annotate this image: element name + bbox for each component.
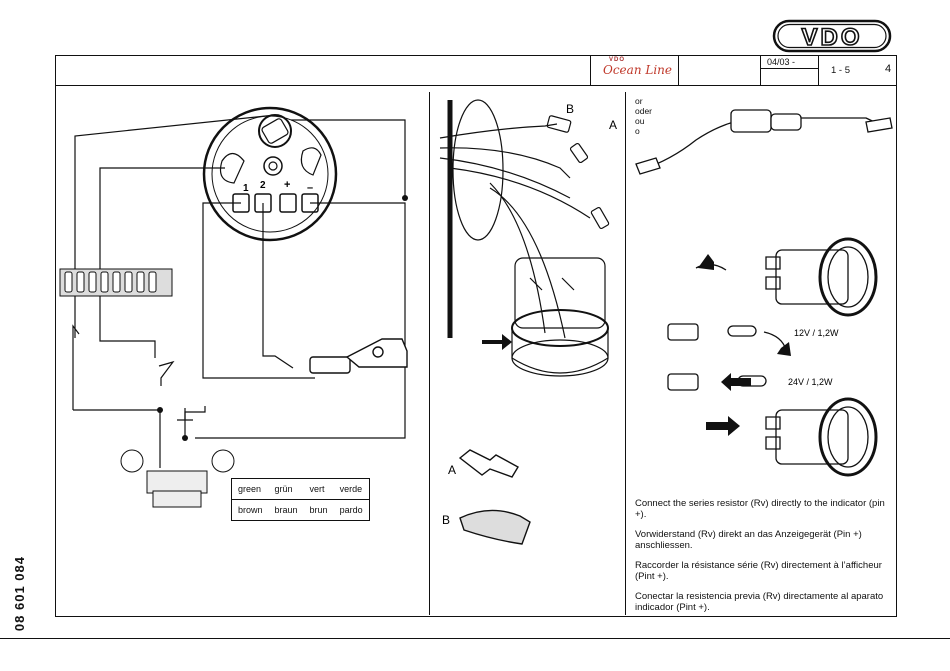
header-row: VDO Ocean Line 04/03 - 1 - 5 4 [55,55,897,86]
column-divider-1 [429,92,430,615]
date-divider [761,68,819,69]
table-cell: braun [274,505,298,515]
instruction-de: Vorwiderstand (Rv) direkt an das Anzeige… [635,529,862,551]
vdo-logo: VDO [772,19,892,53]
install-illustration: B A A B [439,99,617,545]
wiring-diagram: 1 2 + – [59,106,408,508]
pin-label-minus: – [307,182,313,194]
label-a: A [609,118,617,132]
instruction-fr: Raccorder la résistance série (Rv) direc… [635,560,882,582]
page-number: 4 [885,63,892,75]
ocean-line-logo: Ocean Line [603,63,672,77]
instruction-es: Conectar la resistencia previa (Rv) dire… [635,591,884,613]
footer-rule [0,638,950,639]
alt-de: oder [635,106,653,116]
resistor-24v: 24V / 1,2W [788,377,833,387]
resistor-12v: 12V / 1,2W [794,328,839,338]
page-range-cell: 1 - 5 4 [818,55,897,85]
date-cell: 04/03 - [760,55,819,85]
table-cell: verde [339,484,363,494]
part-a-label: A [448,463,456,477]
table-cell: vert [309,484,325,494]
resistor-illustration: 12V / 1,2W 24V / 1,2W [635,109,893,477]
page-range: 1 - 5 [831,65,851,76]
label-b: B [566,102,574,116]
blank-cell [678,55,760,85]
alt-en: or [635,96,643,106]
vdo-logo-text: VDO [801,24,862,51]
pin-label-plus: + [284,179,290,191]
date-text: 04/03 - [767,57,796,67]
column-divider-2 [625,92,626,615]
part-b-label: B [442,513,450,527]
alt-es: o [635,126,640,136]
table-cell: pardo [339,505,363,515]
pin-label-2: 2 [260,180,266,191]
alt-fr: ou [635,116,645,126]
instruction-en: Connect the series resistor (Rv) directl… [635,498,885,520]
document-number: 08 601 084 [12,556,27,632]
instructions: Connect the series resistor (Rv) directl… [635,498,893,613]
table-cell: brown [238,505,263,515]
table-cell: grün [274,484,293,494]
ocean-line-cell: VDO Ocean Line [590,55,678,85]
table-row: brown braun brun pardo [232,500,370,521]
pin-label-1: 1 [243,183,249,194]
document-frame [55,55,897,617]
alternatives-list: or oder ou o [635,96,652,136]
table-cell: brun [309,505,328,515]
ocean-line-vdo: VDO [609,57,626,63]
wire-color-table: green grün vert verde brown braun brun p… [231,478,370,521]
table-row: green grün vert verde [231,479,370,500]
table-cell: green [238,484,262,494]
